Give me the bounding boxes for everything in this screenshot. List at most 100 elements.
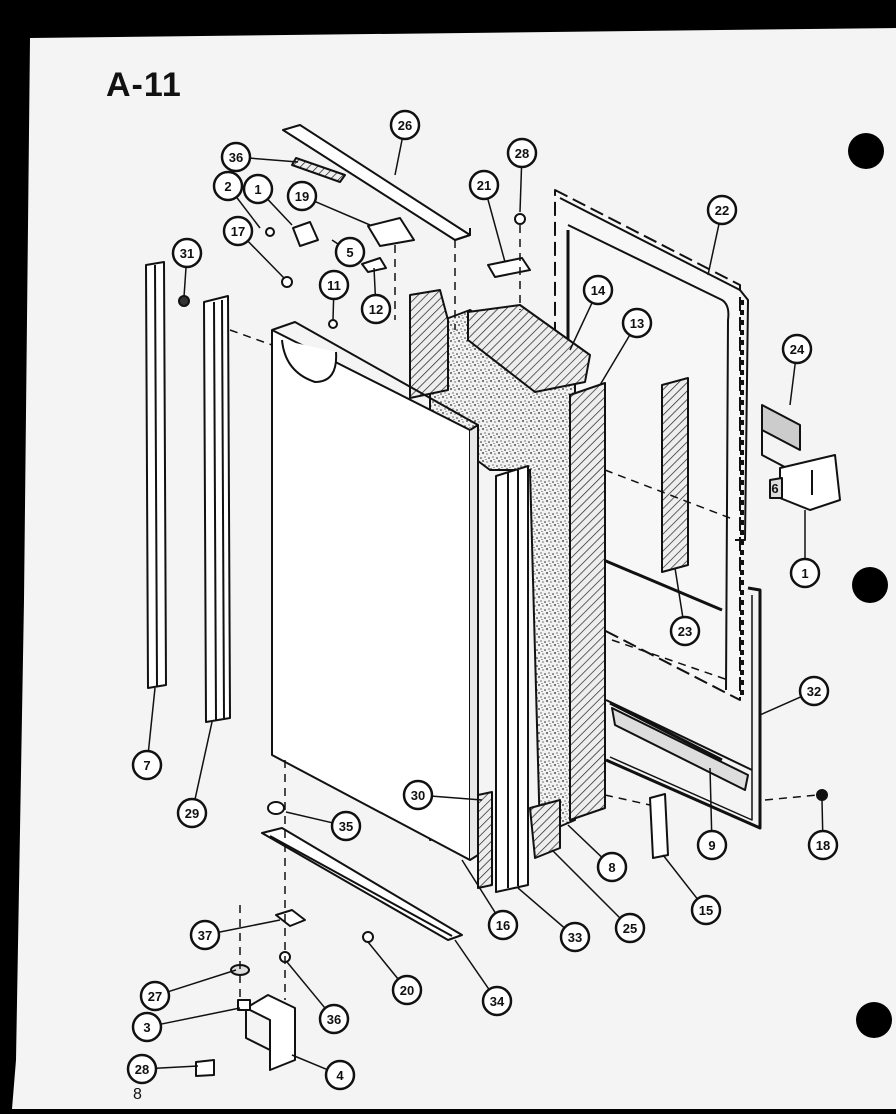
callout-number: 11 bbox=[327, 278, 341, 293]
callout-9: 9 bbox=[696, 767, 728, 861]
callout-bubble bbox=[171, 237, 203, 269]
callout-8: 8 bbox=[567, 824, 628, 883]
corner-block-part bbox=[529, 799, 561, 859]
leader-line bbox=[247, 240, 285, 279]
callout-number: 3 bbox=[143, 1020, 150, 1035]
leader-line bbox=[759, 696, 802, 716]
callout-number: 7 bbox=[143, 758, 150, 773]
punch-hole bbox=[856, 1002, 892, 1038]
hinge-pin-part bbox=[292, 221, 319, 247]
screw-part bbox=[816, 789, 828, 801]
leader-line bbox=[394, 138, 403, 176]
callout-number: 15 bbox=[699, 903, 713, 918]
callout-16: 16 bbox=[461, 859, 519, 941]
callout-bubble bbox=[131, 1011, 163, 1043]
callout-bubble bbox=[402, 779, 434, 811]
callout-bubble bbox=[807, 829, 839, 861]
callout-bubble bbox=[286, 180, 318, 212]
callout-bubble bbox=[126, 1053, 158, 1085]
outer-door-panel-part bbox=[271, 321, 479, 861]
callout-number: 21 bbox=[477, 178, 491, 193]
callout-bubble bbox=[212, 170, 244, 202]
callout-number: 6 bbox=[771, 481, 778, 496]
callout-bubble bbox=[559, 921, 591, 953]
callout-number: 23 bbox=[678, 624, 692, 639]
leader-line bbox=[286, 961, 326, 1009]
leader-line bbox=[332, 298, 335, 321]
leader-line bbox=[431, 795, 483, 801]
leader-line bbox=[168, 969, 237, 993]
diagram-title: A-11 bbox=[106, 66, 182, 104]
callout-bubble bbox=[614, 912, 646, 944]
leader-line bbox=[373, 267, 377, 296]
callout-31: 31 bbox=[171, 237, 203, 298]
callout-number: 36 bbox=[229, 150, 243, 165]
callout-bubble bbox=[334, 236, 366, 268]
bolt-part bbox=[195, 1059, 215, 1077]
callout-bubble bbox=[789, 557, 821, 589]
top-breaker-part bbox=[467, 304, 591, 393]
callout-bubble bbox=[139, 980, 171, 1012]
door-channel-part bbox=[495, 465, 529, 893]
callout-bubble bbox=[487, 909, 519, 941]
callout-number: 35 bbox=[339, 819, 353, 834]
callout-number: 20 bbox=[400, 983, 414, 998]
shim-part bbox=[487, 257, 531, 278]
leader-line bbox=[291, 1054, 328, 1071]
leader-line bbox=[183, 266, 187, 298]
callout-number: 8 bbox=[608, 860, 615, 875]
bottom-rail-part bbox=[261, 827, 463, 941]
callout-number: 9 bbox=[708, 838, 715, 853]
rail-part bbox=[609, 701, 723, 762]
leader-line bbox=[517, 887, 565, 929]
callout-number: 37 bbox=[198, 928, 212, 943]
leader-line bbox=[599, 334, 631, 386]
leader-line bbox=[461, 859, 497, 914]
callout-27: 27 bbox=[139, 969, 237, 1012]
callout-21: 21 bbox=[468, 169, 506, 263]
callout-bubble bbox=[696, 829, 728, 861]
leader-line bbox=[218, 919, 281, 933]
callout-number: 12 bbox=[369, 302, 383, 317]
callout-number: 5 bbox=[346, 245, 353, 260]
callout-bubble bbox=[324, 1059, 356, 1091]
callout-18: 18 bbox=[807, 799, 839, 861]
punch-hole bbox=[848, 133, 884, 169]
callout-23: 23 bbox=[669, 567, 701, 647]
callout-17: 17 bbox=[222, 215, 285, 279]
callout-number: 16 bbox=[496, 918, 510, 933]
handle-cap-part bbox=[769, 454, 841, 511]
leader-line bbox=[551, 849, 621, 919]
leader-line bbox=[267, 198, 293, 226]
callout-15: 15 bbox=[662, 854, 722, 926]
screw-part bbox=[178, 295, 190, 307]
callout-13: 13 bbox=[599, 307, 653, 386]
trim-piece-part bbox=[649, 793, 669, 859]
callout-number: 18 bbox=[816, 838, 830, 853]
callout-bubble bbox=[706, 194, 738, 226]
callout-number: 22 bbox=[715, 203, 729, 218]
leader-line bbox=[569, 302, 593, 351]
callout-number: 29 bbox=[185, 806, 199, 821]
callout-bubble bbox=[781, 333, 813, 365]
leader-line bbox=[486, 198, 506, 263]
callout-number: 24 bbox=[790, 342, 805, 357]
callout-bubble bbox=[176, 797, 208, 829]
callout-number: 2 bbox=[224, 179, 231, 194]
callout-37: 37 bbox=[189, 919, 281, 951]
leader-line bbox=[709, 767, 713, 832]
callout-28: 28 bbox=[126, 1053, 199, 1085]
callout-bubble bbox=[468, 169, 500, 201]
callout-14: 14 bbox=[569, 274, 614, 351]
screw-part bbox=[362, 931, 374, 943]
hinge-part bbox=[367, 217, 415, 247]
callout-29: 29 bbox=[176, 721, 213, 829]
leader-line bbox=[519, 166, 523, 213]
callout-7: 7 bbox=[131, 687, 163, 781]
callout-number: 14 bbox=[591, 283, 606, 298]
leader-line bbox=[249, 157, 299, 163]
leader-line bbox=[285, 811, 333, 824]
